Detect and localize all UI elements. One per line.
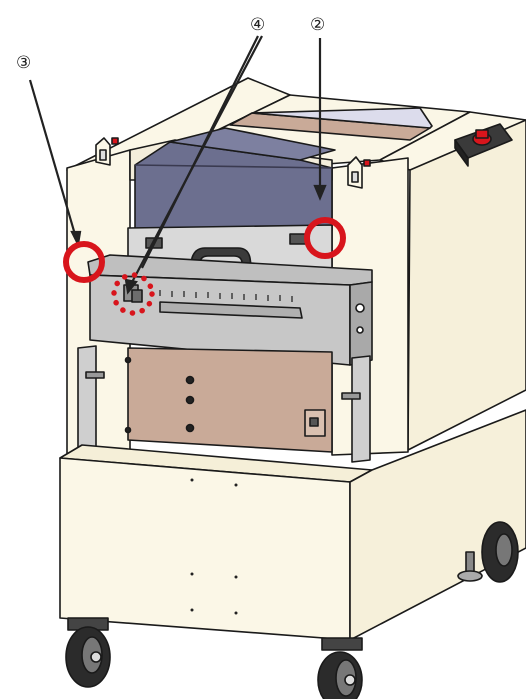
caster-wheel-icon bbox=[65, 617, 111, 688]
lower-cabinet bbox=[59, 409, 526, 641]
side-rails bbox=[77, 345, 371, 463]
right-latch bbox=[347, 156, 371, 189]
guard-front bbox=[87, 254, 373, 366]
highlight-circle-3 bbox=[63, 241, 105, 283]
leveling-foot bbox=[457, 551, 483, 582]
caster-wheel-icon bbox=[317, 637, 363, 699]
leader-line-3 bbox=[28, 79, 78, 239]
leader-lines bbox=[28, 35, 327, 295]
top-tray bbox=[229, 107, 433, 141]
callout-4: ④ bbox=[250, 15, 265, 35]
left-latch bbox=[95, 137, 119, 166]
blue-hood bbox=[134, 127, 336, 231]
callout-3: ③ bbox=[16, 53, 31, 73]
caster-wheel-icon bbox=[481, 521, 519, 583]
highlight-dotted-circle-4 bbox=[111, 272, 155, 316]
inner-panel bbox=[124, 347, 333, 453]
emergency-stop-panel bbox=[454, 123, 513, 167]
highlight-circle-2 bbox=[304, 217, 346, 259]
leader-line-4b bbox=[129, 35, 263, 287]
callout-2: ② bbox=[310, 15, 325, 35]
